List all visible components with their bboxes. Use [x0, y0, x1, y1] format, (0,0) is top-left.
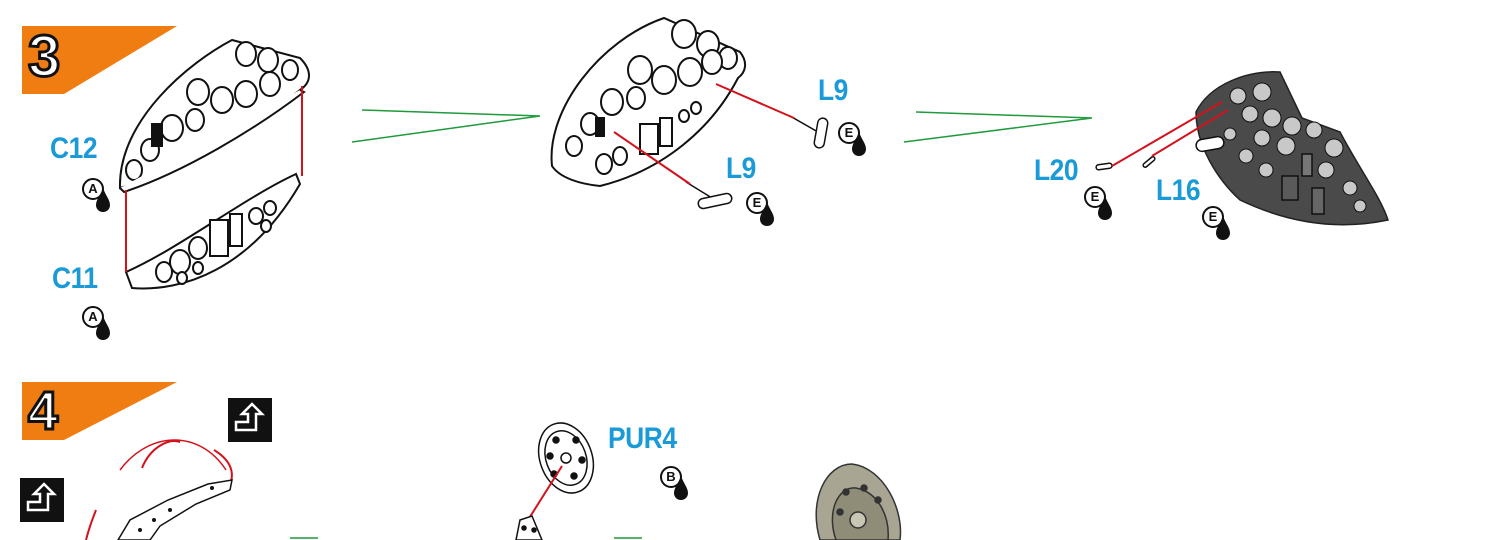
part-l16-drawing	[1142, 156, 1156, 168]
glue-marker-l20: E	[1084, 186, 1122, 228]
part-label-l9-bottom: L9	[726, 152, 756, 185]
part-l20-drawing	[1095, 162, 1113, 171]
part-l9-bottom-drawing	[685, 181, 733, 210]
glue-drop-icon	[1216, 216, 1230, 240]
part-label-c12: C12	[50, 132, 98, 165]
part-c11-drawing	[124, 172, 302, 290]
glue-marker-c11: A	[82, 306, 120, 348]
painted-panel-drawing	[1195, 71, 1389, 226]
step-number: 4	[26, 381, 59, 441]
step4-painted-disc-drawing	[815, 463, 902, 540]
glue-marker-l9-bottom: E	[746, 192, 784, 234]
part-label-c11: C11	[52, 262, 98, 295]
glue-drop-icon	[1098, 196, 1112, 220]
flip-over-icon	[228, 398, 272, 442]
step-3-badge: 3	[22, 26, 182, 98]
glue-marker-pur4: B	[660, 466, 698, 508]
attach-lines-right	[1111, 101, 1229, 167]
glue-drop-icon	[852, 132, 866, 156]
step4-frame-part-drawing	[85, 440, 233, 540]
part-label-pur4: PUR4	[608, 422, 677, 455]
step-badge-orange-shape	[22, 382, 177, 440]
step-number: 3	[26, 24, 61, 89]
assembled-panel-drawing	[550, 16, 746, 188]
part-label-l16: L16	[1156, 174, 1201, 207]
step-badge-orange-shape	[22, 26, 177, 94]
glue-drop-icon	[96, 316, 110, 340]
part-label-l9-top: L9	[818, 74, 848, 107]
glue-marker-l9-top: E	[838, 122, 876, 164]
glue-drop-icon	[760, 202, 774, 226]
part-label-l20: L20	[1034, 154, 1079, 187]
glue-code: A	[82, 306, 104, 328]
glue-marker-l16: E	[1202, 206, 1240, 248]
rotation-arc	[119, 439, 227, 471]
glue-drop-icon	[96, 188, 110, 212]
step-4-badge: 4	[22, 382, 182, 454]
attach-lines-middle	[613, 83, 795, 185]
progress-arrow-2	[903, 111, 1093, 143]
flip-over-icon	[20, 478, 64, 522]
progress-arrow-1	[351, 109, 541, 143]
step4-disc-drawing	[515, 422, 595, 540]
glue-drop-icon	[674, 476, 688, 500]
glue-marker-c12: A	[82, 178, 120, 220]
part-l9-top-drawing	[789, 115, 829, 149]
part-c12-drawing	[118, 38, 310, 194]
alignment-lines	[125, 86, 303, 272]
